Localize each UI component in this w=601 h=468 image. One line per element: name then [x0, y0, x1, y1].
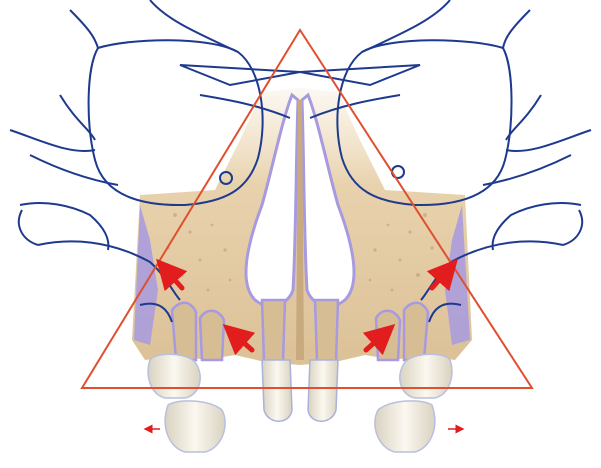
left-premolar	[148, 354, 200, 398]
left-molar	[165, 401, 225, 452]
right-molar	[375, 401, 435, 452]
molars	[148, 354, 452, 452]
incisors	[262, 360, 338, 421]
right-incisor	[308, 360, 338, 421]
left-incisor	[262, 360, 292, 421]
right-premolar	[400, 354, 452, 398]
